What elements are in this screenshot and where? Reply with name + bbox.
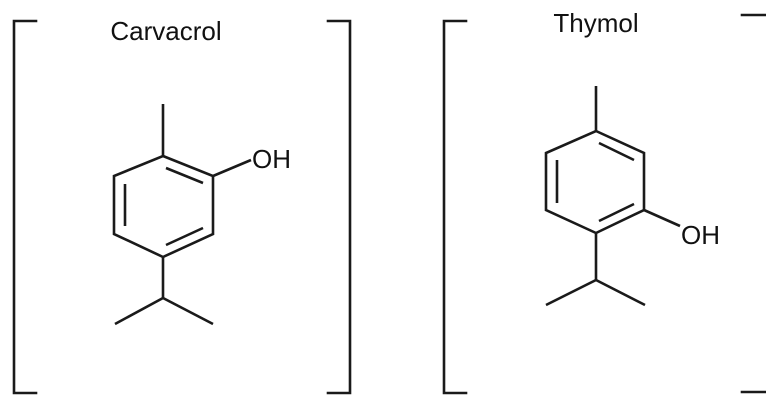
thymol-panel: Thymol OH <box>442 8 766 395</box>
carvacrol-isopropyl-right <box>162 296 214 326</box>
thymol-double-bond-1 <box>598 141 635 162</box>
thymol-double-bond-3 <box>598 202 635 223</box>
thymol-hydroxyl-bond <box>643 208 681 228</box>
thymol-title: Thymol <box>553 8 638 38</box>
thymol-isopropyl-left <box>545 278 597 307</box>
thymol-benzene-ring <box>544 129 646 235</box>
carvacrol-structure: OH <box>112 104 291 326</box>
thymol-isopropyl-right <box>595 278 646 307</box>
carvacrol-title: Carvacrol <box>110 16 221 46</box>
thymol-hydroxyl-label: OH <box>681 220 720 250</box>
carvacrol-double-bond-3 <box>165 226 204 247</box>
carvacrol-panel: Carvacrol OH <box>12 16 352 395</box>
carvacrol-isopropyl-left <box>114 296 164 326</box>
carvacrol-hydroxyl-label: OH <box>252 144 291 174</box>
thymol-structure: OH <box>544 86 720 307</box>
carvacrol-double-bond-1 <box>165 166 204 185</box>
carvacrol-left-bracket <box>12 19 38 395</box>
carvacrol-hydroxyl-bond <box>212 158 252 178</box>
thymol-left-bracket <box>442 19 468 395</box>
carvacrol-right-bracket <box>326 19 352 395</box>
carvacrol-benzene-ring <box>112 154 215 259</box>
